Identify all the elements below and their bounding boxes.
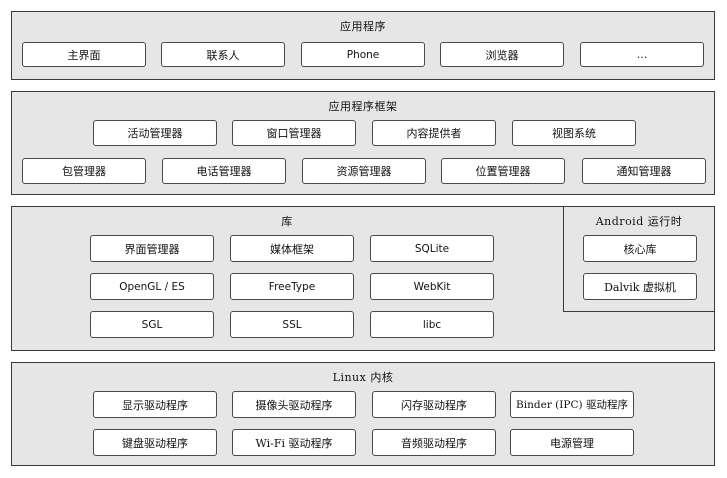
framework-telephony-manager: 电话管理器 <box>162 158 286 184</box>
runtime-panel-title: Android 运行时 <box>595 215 683 228</box>
app-browser: 浏览器 <box>440 42 564 67</box>
kernel-audio-driver: 音频驱动程序 <box>372 429 496 456</box>
framework-window-manager: 窗口管理器 <box>232 120 356 146</box>
lib-surface-manager: 界面管理器 <box>90 235 214 262</box>
kernel-keypad-driver: 键盘驱动程序 <box>93 429 217 456</box>
kernel-binder-driver: Binder (IPC) 驱动程序 <box>510 391 634 418</box>
kernel-camera-driver: 摄像头驱动程序 <box>232 391 356 418</box>
framework-notification-manager: 通知管理器 <box>582 158 706 184</box>
framework-package-manager: 包管理器 <box>22 158 146 184</box>
framework-layer: 应用程序框架 活动管理器 窗口管理器 内容提供者 视图系统 包管理器 电话管理器… <box>11 91 715 195</box>
lib-libc: libc <box>370 311 494 338</box>
runtime-panel: Android 运行时 核心库 Dalvik 虚拟机 <box>563 206 715 312</box>
framework-resource-manager: 资源管理器 <box>302 158 426 184</box>
lib-freetype: FreeType <box>230 273 354 300</box>
lib-sqlite: SQLite <box>370 235 494 262</box>
libraries-layer-title: 库 <box>281 215 293 228</box>
kernel-layer-title: Linux 内核 <box>332 371 394 384</box>
kernel-layer: Linux 内核 显示驱动程序 摄像头驱动程序 闪存驱动程序 Binder (I… <box>11 362 715 466</box>
kernel-wifi-driver: Wi-Fi 驱动程序 <box>232 429 356 456</box>
app-contacts: 联系人 <box>161 42 285 67</box>
framework-location-manager: 位置管理器 <box>441 158 565 184</box>
lib-media-framework: 媒体框架 <box>230 235 354 262</box>
applications-layer: 应用程序 主界面 联系人 Phone 浏览器 ... <box>11 11 715 80</box>
lib-webkit: WebKit <box>370 273 494 300</box>
kernel-display-driver: 显示驱动程序 <box>93 391 217 418</box>
kernel-flash-driver: 闪存驱动程序 <box>372 391 496 418</box>
runtime-dalvik-vm: Dalvik 虚拟机 <box>583 273 697 300</box>
applications-layer-title: 应用程序 <box>340 20 386 33</box>
app-home: 主界面 <box>22 42 146 67</box>
lib-ssl: SSL <box>230 311 354 338</box>
app-more: ... <box>580 42 704 67</box>
runtime-core-libraries: 核心库 <box>583 235 697 262</box>
lib-sgl: SGL <box>90 311 214 338</box>
framework-layer-title: 应用程序框架 <box>328 100 398 113</box>
framework-activity-manager: 活动管理器 <box>93 120 217 146</box>
app-phone: Phone <box>301 42 425 67</box>
lib-opengl-es: OpenGL / ES <box>90 273 214 300</box>
kernel-power-management: 电源管理 <box>510 429 634 456</box>
framework-view-system: 视图系统 <box>512 120 636 146</box>
framework-content-providers: 内容提供者 <box>372 120 496 146</box>
